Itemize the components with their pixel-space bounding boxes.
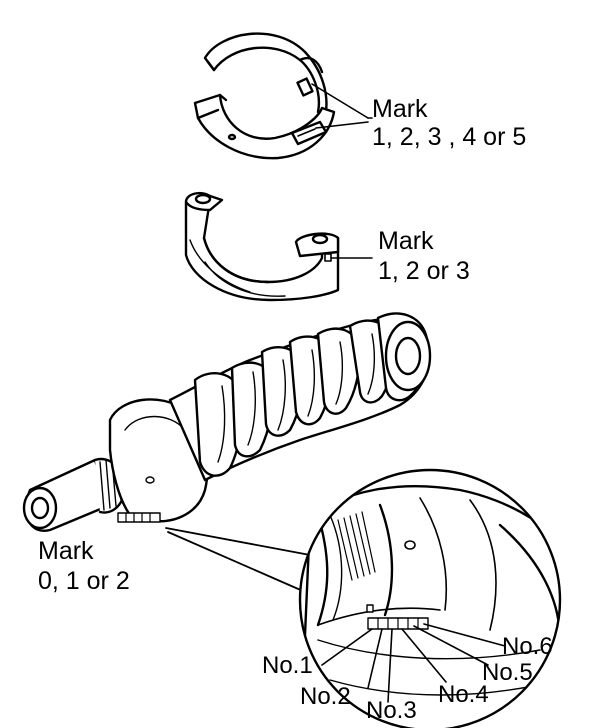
- journal-label-4: No.4: [438, 681, 489, 708]
- journal-label-1: No.1: [262, 652, 313, 679]
- journal-label-5: No.5: [482, 659, 533, 686]
- journal-label-6: No.6: [502, 633, 553, 660]
- journal-leaders: [321, 623, 506, 703]
- rod-cap-mark-title: Mark: [378, 227, 434, 255]
- rod-cap-mark-values: 1, 2 or 3: [378, 257, 470, 285]
- bearing-shell-upper: [203, 32, 328, 120]
- bearing-mark-values: 1, 2, 3 , 4 or 5: [372, 123, 527, 151]
- connecting-rod-cap: [184, 191, 373, 302]
- bearing-mark-title: Mark: [372, 95, 428, 123]
- magnified-detail: [298, 468, 562, 728]
- magnifier-leaders: [165, 527, 313, 596]
- bearing-mark-leaders: [311, 83, 373, 129]
- crankshaft: [22, 312, 432, 532]
- journal-label-3: No.3: [366, 697, 417, 724]
- crankshaft-mark-title: Mark: [38, 537, 94, 565]
- crankshaft-mark-values: 0, 1 or 2: [38, 567, 130, 595]
- bearing-shell-lower: [193, 77, 336, 160]
- journal-label-2: No.2: [300, 683, 351, 710]
